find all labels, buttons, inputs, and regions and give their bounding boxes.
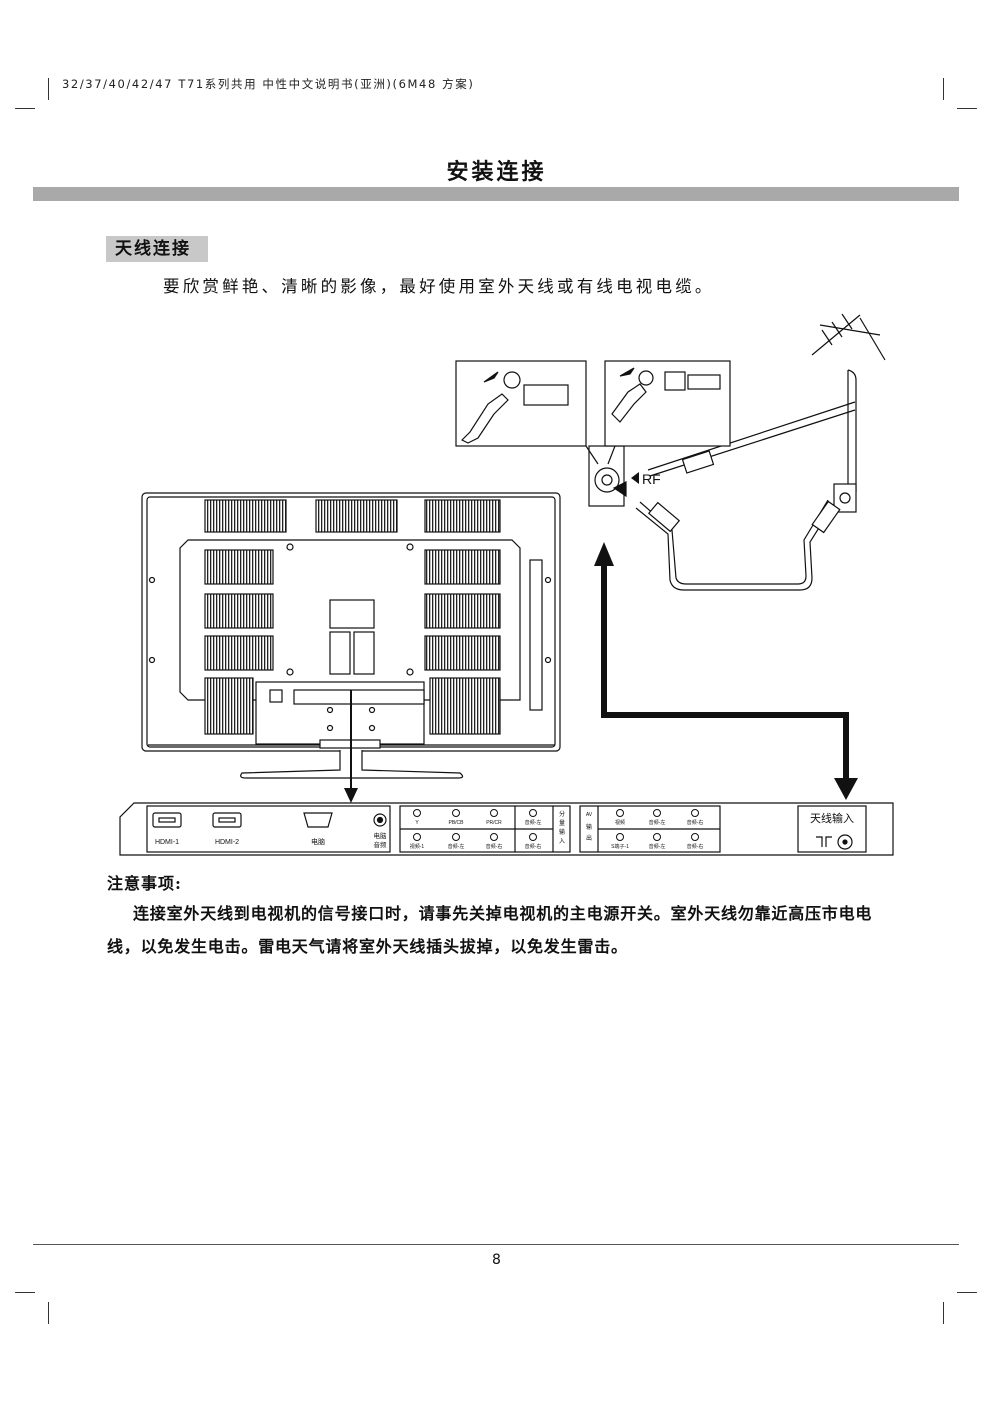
crop-mark bbox=[957, 108, 977, 109]
tv-back-panel bbox=[141, 492, 561, 779]
page-number: 8 bbox=[492, 1252, 501, 1268]
comp-jack-label: PB/CB bbox=[448, 820, 464, 826]
wall-cable bbox=[635, 483, 857, 591]
component-group-label: 输 bbox=[559, 828, 565, 836]
comp-jack-label: Y bbox=[415, 820, 419, 826]
antenna-icon bbox=[811, 313, 886, 492]
pc-audio-label: 电脑 bbox=[374, 831, 388, 840]
section-intro: 要欣赏鲜艳、清晰的影像，最好使用室外天线或有线电视电缆。 bbox=[163, 277, 715, 296]
connector-panel bbox=[119, 802, 894, 856]
component-group-label: 量 bbox=[559, 820, 565, 827]
notes-body: 连接室外天线到电视机的信号接口时，请事先关掉电视机的主电源开关。室外天线勿靠近高… bbox=[107, 904, 873, 956]
pc-label: 电脑 bbox=[311, 837, 325, 846]
component-group-label: 分 bbox=[559, 810, 565, 818]
comp-jack-label: 音频-右 bbox=[525, 843, 542, 850]
comp-jack-label: 视频-1 bbox=[410, 843, 425, 850]
av-output-label: AV bbox=[586, 812, 593, 818]
av-jack-label: 音频-左 bbox=[649, 843, 666, 850]
av-output-label: 出 bbox=[586, 834, 592, 842]
hdmi2-label: HDMI-2 bbox=[215, 839, 239, 846]
rf-socket bbox=[588, 445, 627, 507]
comp-jack-label: 音频-左 bbox=[525, 819, 542, 826]
crop-mark bbox=[48, 78, 49, 100]
crop-mark bbox=[15, 1292, 35, 1293]
comp-jack-label: PR/CR bbox=[486, 820, 502, 826]
rf-label: RF bbox=[642, 471, 661, 487]
footer-divider bbox=[33, 1244, 959, 1245]
plug-detail-left bbox=[455, 360, 599, 465]
crop-mark bbox=[48, 1302, 49, 1324]
section-label: 天线连接 bbox=[106, 236, 208, 262]
connection-arrow bbox=[594, 542, 858, 800]
page-title: 安装连接 bbox=[446, 160, 547, 185]
document-header: 32/37/40/42/47 T71系列共用 中性中文说明书(亚洲)(6M48 … bbox=[62, 77, 475, 91]
antenna-connection-diagram: RF bbox=[119, 313, 894, 856]
notes-title: 注意事项: bbox=[107, 874, 182, 893]
av-output-label: 输 bbox=[586, 823, 592, 831]
pc-audio-label: 音频 bbox=[374, 840, 388, 849]
antenna-cable bbox=[647, 401, 856, 477]
crop-mark bbox=[15, 108, 35, 109]
title-divider-bar bbox=[33, 187, 959, 201]
av-jack-label: S端子-1 bbox=[611, 843, 629, 850]
panel-jacks bbox=[413, 809, 699, 841]
hdmi1-label: HDMI-1 bbox=[155, 839, 179, 846]
comp-jack-label: 音频-左 bbox=[448, 843, 465, 850]
av-jack-label: 音频-右 bbox=[687, 819, 704, 826]
av-jack-label: 音频-左 bbox=[649, 819, 666, 826]
panel-pointer-arrow bbox=[344, 690, 358, 803]
crop-mark bbox=[957, 1292, 977, 1293]
av-jack-label: 视频 bbox=[615, 819, 625, 826]
av-jack-label: 音频-右 bbox=[687, 843, 704, 850]
crop-mark bbox=[943, 78, 944, 100]
crop-mark bbox=[943, 1302, 944, 1324]
component-group-label: 入 bbox=[559, 838, 565, 845]
antenna-input-label: 天线输入 bbox=[810, 811, 854, 825]
rf-pointer-icon bbox=[631, 472, 639, 484]
plug-detail-right bbox=[604, 360, 731, 465]
comp-jack-label: 音频-右 bbox=[486, 843, 503, 850]
